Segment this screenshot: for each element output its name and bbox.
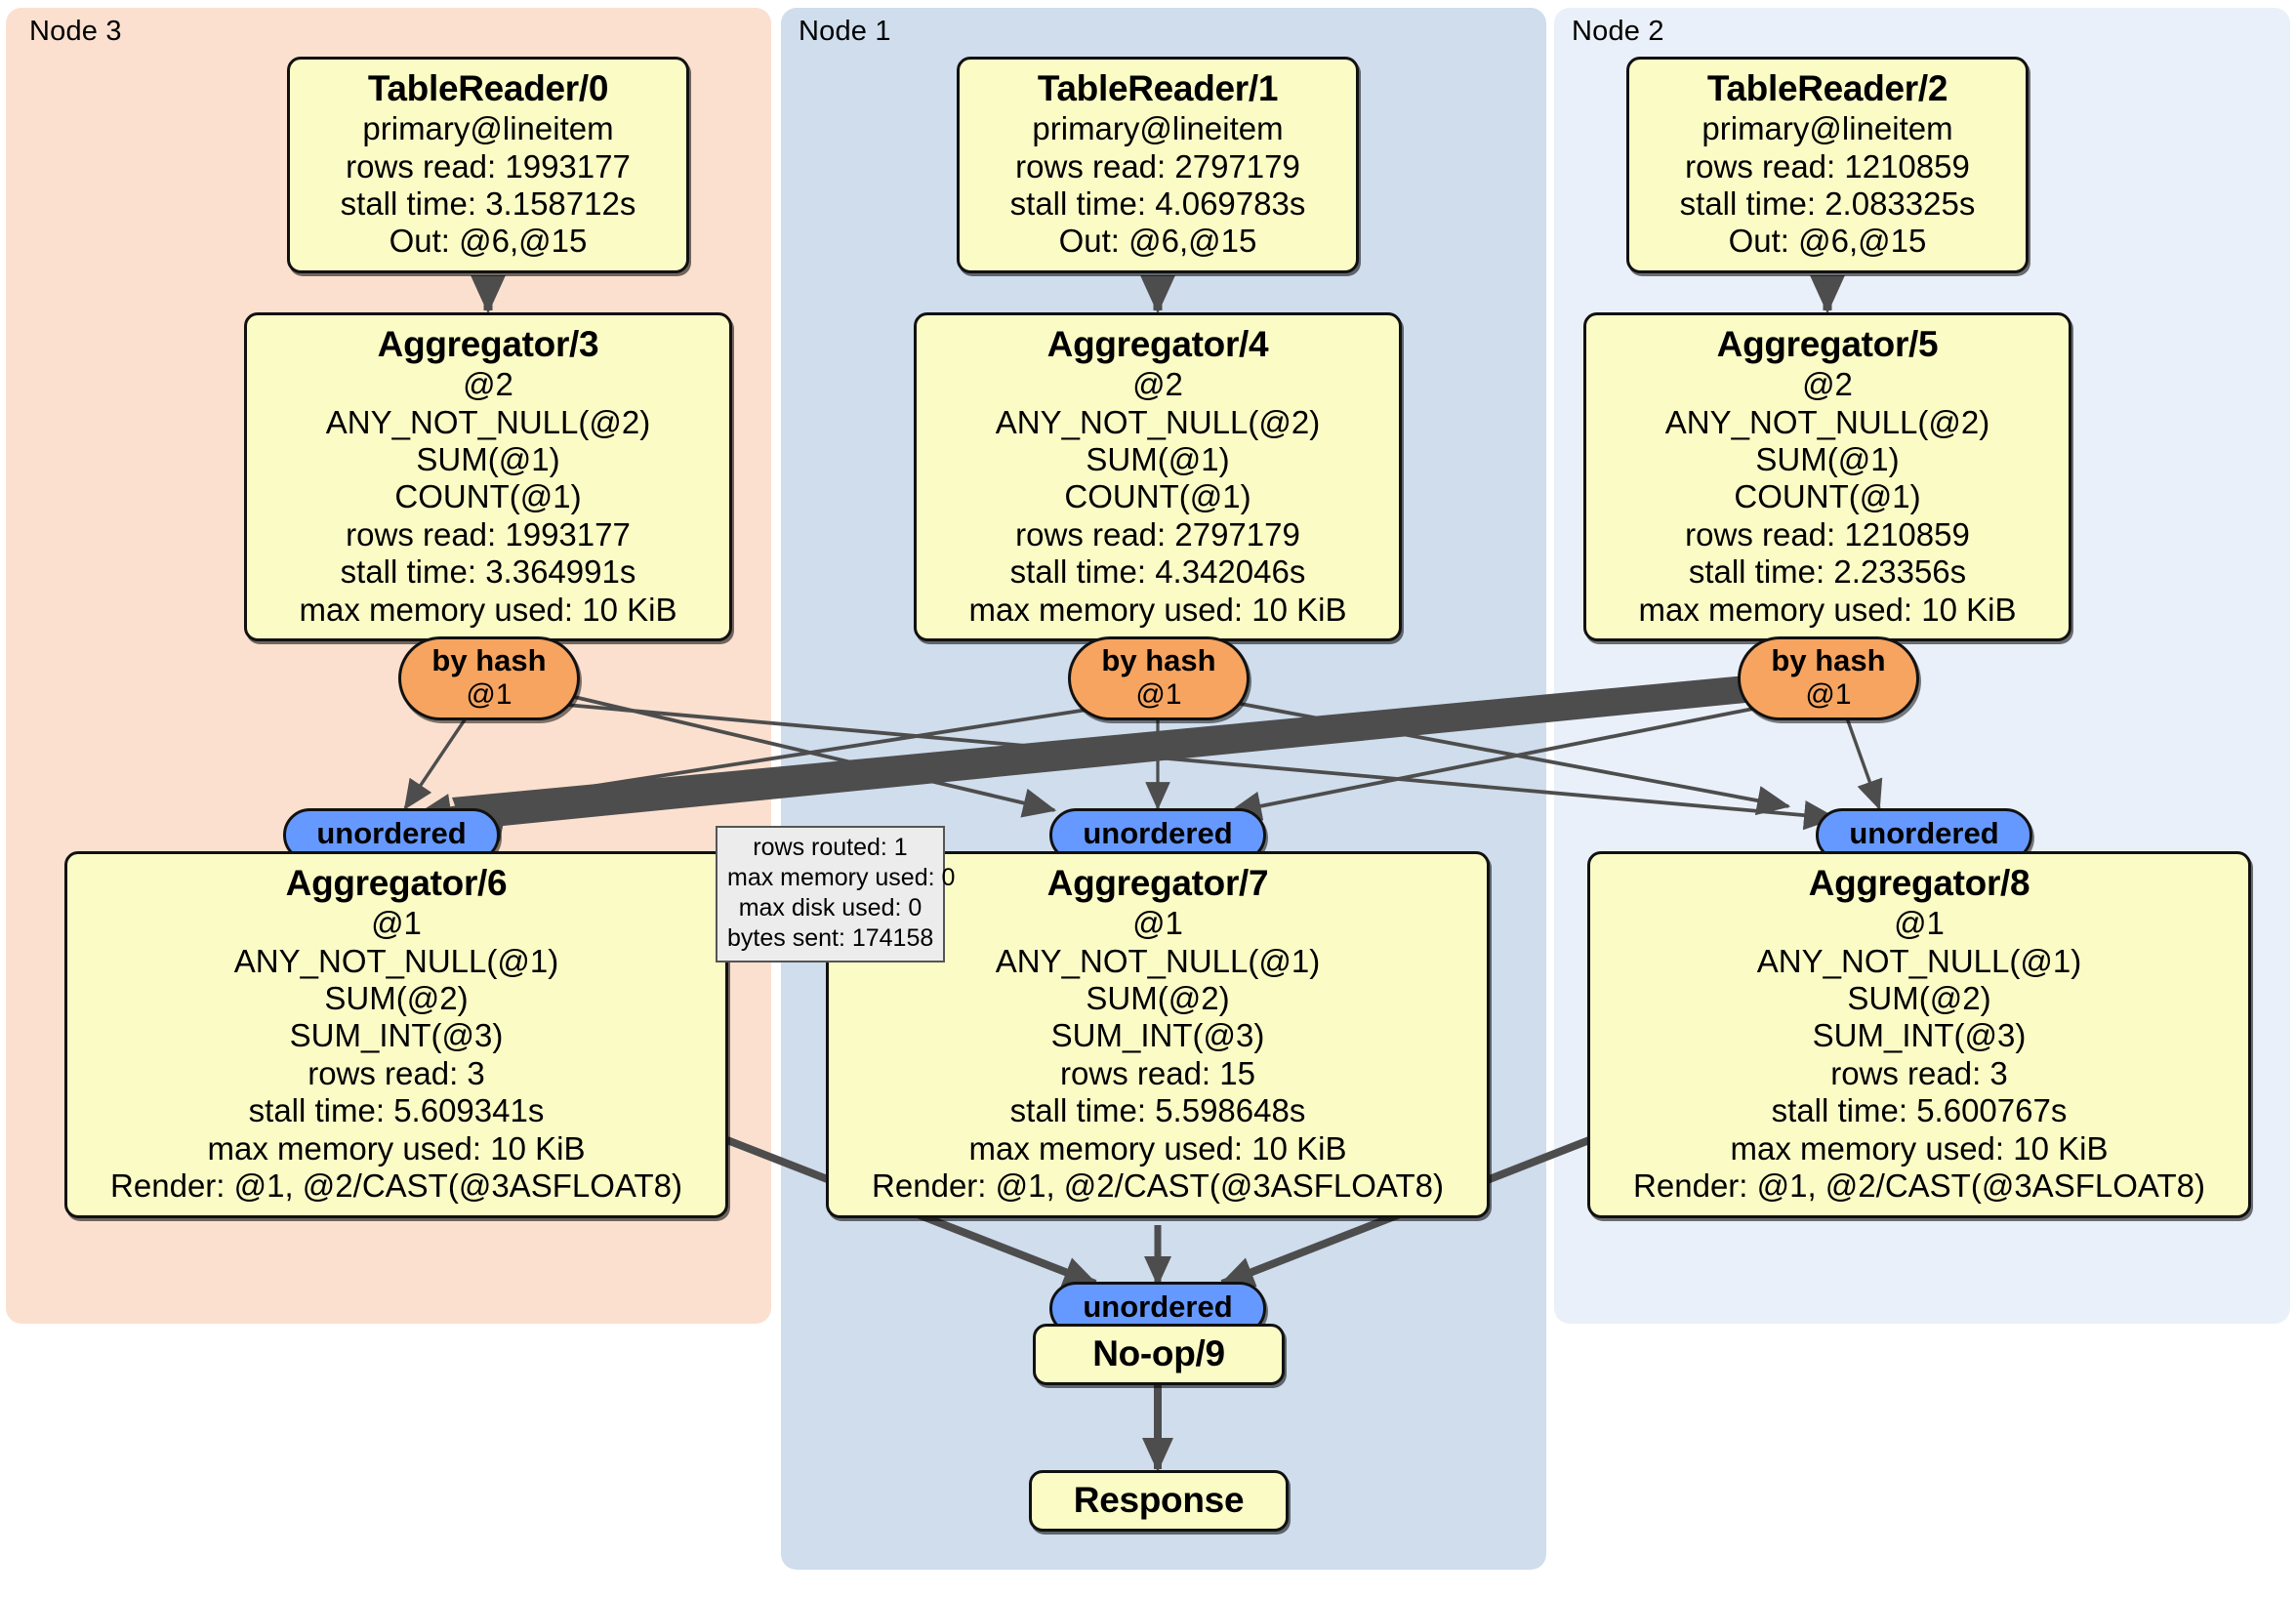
processor-table-reader-2[interactable]: TableReader/2 primary@lineitem rows read…	[1626, 57, 2029, 273]
router-type-label: by hash	[431, 643, 547, 677]
processor-table-reader-0[interactable]: TableReader/0 primary@lineitem rows read…	[287, 57, 689, 273]
processor-line: rows read: 1210859	[1685, 147, 1970, 184]
router-type-label: by hash	[1771, 643, 1886, 677]
processor-line: stall time: 4.069783s	[1009, 184, 1306, 222]
processor-line: Out: @6,@15	[389, 223, 588, 260]
processor-title: No-op/9	[1092, 1333, 1225, 1373]
processor-line: SUM_INT(@3)	[1050, 1017, 1265, 1054]
stats-line: max memory used: 0	[727, 864, 956, 891]
processor-line: stall time: 3.158712s	[340, 184, 636, 222]
processor-line: Render: @1, @2/CAST(@3ASFLOAT8)	[110, 1167, 682, 1205]
processor-title: Aggregator/3	[377, 324, 599, 364]
processor-line: Out: @6,@15	[1058, 223, 1257, 260]
cluster-label-node3: Node 3	[29, 16, 122, 47]
processor-line: SUM(@1)	[1755, 440, 1900, 477]
processor-line: ANY_NOT_NULL(@2)	[995, 403, 1321, 440]
stats-line: bytes sent: 174158	[727, 924, 934, 952]
processor-line: SUM_INT(@3)	[289, 1017, 504, 1054]
processor-title: Aggregator/5	[1716, 324, 1939, 364]
processor-line: ANY_NOT_NULL(@1)	[995, 942, 1321, 979]
processor-line: ANY_NOT_NULL(@2)	[325, 403, 651, 440]
processor-line: rows read: 15	[1060, 1054, 1255, 1091]
router-type-label: by hash	[1101, 643, 1216, 677]
processor-noop-9[interactable]: No-op/9	[1033, 1324, 1285, 1386]
stream-stats-box: rows routed: 1 max memory used: 0 max di…	[716, 826, 956, 962]
processor-line: COUNT(@1)	[1734, 478, 1921, 515]
processor-aggregator-5[interactable]: Aggregator/5 @2 ANY_NOT_NULL(@2) SUM(@1)…	[1583, 312, 2071, 642]
processor-line: SUM(@2)	[1847, 979, 1991, 1016]
processor-line: rows read: 3	[1830, 1054, 2008, 1091]
processor-line: ANY_NOT_NULL(@2)	[1664, 403, 1990, 440]
processor-line: rows read: 2797179	[1015, 147, 1300, 184]
processor-line: COUNT(@1)	[1064, 478, 1251, 515]
processor-line: stall time: 5.609341s	[248, 1092, 545, 1129]
processor-response[interactable]: Response	[1029, 1470, 1289, 1533]
processor-line: @2	[1132, 366, 1183, 403]
processor-aggregator-6[interactable]: Aggregator/6 @1 ANY_NOT_NULL(@1) SUM(@2)…	[64, 851, 728, 1218]
processor-line: max memory used: 10 KiB	[299, 591, 677, 628]
processor-line: stall time: 5.600767s	[1771, 1092, 2068, 1129]
processor-line: stall time: 5.598648s	[1009, 1092, 1306, 1129]
processor-line: max memory used: 10 KiB	[968, 591, 1347, 628]
processor-line: SUM(@1)	[1086, 440, 1230, 477]
processor-title: TableReader/0	[367, 68, 609, 108]
processor-title: TableReader/2	[1706, 68, 1948, 108]
processor-line: COUNT(@1)	[394, 478, 582, 515]
processor-line: rows read: 1993177	[346, 147, 631, 184]
processor-line: Render: @1, @2/CAST(@3ASFLOAT8)	[1633, 1167, 2205, 1205]
processor-line: @1	[371, 905, 422, 942]
processor-aggregator-8[interactable]: Aggregator/8 @1 ANY_NOT_NULL(@1) SUM(@2)…	[1587, 851, 2251, 1218]
processor-line: @1	[1132, 905, 1183, 942]
cluster-label-node1: Node 1	[799, 16, 891, 47]
processor-line: SUM_INT(@3)	[1812, 1017, 2027, 1054]
processor-aggregator-3[interactable]: Aggregator/3 @2 ANY_NOT_NULL(@2) SUM(@1)…	[244, 312, 732, 642]
processor-line: primary@lineitem	[362, 110, 614, 147]
processor-line: @2	[463, 366, 513, 403]
processor-line: SUM(@2)	[1086, 979, 1230, 1016]
processor-title: Aggregator/7	[1046, 863, 1269, 903]
processor-line: max memory used: 10 KiB	[1638, 591, 2017, 628]
processor-line: rows read: 3	[308, 1054, 485, 1091]
processor-table-reader-1[interactable]: TableReader/1 primary@lineitem rows read…	[957, 57, 1359, 273]
processor-line: primary@lineitem	[1032, 110, 1284, 147]
stats-line: rows routed: 1	[753, 834, 908, 861]
processor-line: stall time: 3.364991s	[340, 553, 636, 591]
processor-line: max memory used: 10 KiB	[207, 1129, 586, 1167]
cluster-label-node2: Node 2	[1572, 16, 1664, 47]
processor-title: TableReader/1	[1037, 68, 1279, 108]
processor-line: ANY_NOT_NULL(@1)	[233, 942, 559, 979]
processor-line: stall time: 2.23356s	[1688, 553, 1967, 591]
processor-title: Aggregator/4	[1046, 324, 1269, 364]
router-column-label: @1	[1805, 677, 1852, 711]
router-by-hash-4[interactable]: by hash @1	[1068, 636, 1250, 721]
processor-line: rows read: 1210859	[1685, 515, 1970, 553]
processor-title: Aggregator/6	[285, 863, 508, 903]
router-column-label: @1	[1135, 677, 1182, 711]
router-by-hash-3[interactable]: by hash @1	[398, 636, 580, 721]
processor-line: rows read: 2797179	[1015, 515, 1300, 553]
processor-line: SUM(@1)	[416, 440, 560, 477]
stats-line: max disk used: 0	[738, 894, 922, 921]
processor-line: Out: @6,@15	[1728, 223, 1927, 260]
processor-line: Render: @1, @2/CAST(@3ASFLOAT8)	[872, 1167, 1444, 1205]
stream-unordered-8[interactable]: unordered	[1816, 808, 2032, 862]
processor-aggregator-4[interactable]: Aggregator/4 @2 ANY_NOT_NULL(@2) SUM(@1)…	[914, 312, 1402, 642]
processor-line: @2	[1802, 366, 1853, 403]
processor-line: max memory used: 10 KiB	[968, 1129, 1347, 1167]
processor-line: max memory used: 10 KiB	[1730, 1129, 2109, 1167]
processor-title: Response	[1073, 1480, 1245, 1520]
processor-line: ANY_NOT_NULL(@1)	[1756, 942, 2082, 979]
processor-line: primary@lineitem	[1702, 110, 1953, 147]
processor-line: @1	[1894, 905, 1945, 942]
processor-title: Aggregator/8	[1808, 863, 2030, 903]
processor-line: stall time: 4.342046s	[1009, 553, 1306, 591]
router-column-label: @1	[466, 677, 512, 711]
router-by-hash-5[interactable]: by hash @1	[1738, 636, 1919, 721]
processor-line: stall time: 2.083325s	[1679, 184, 1976, 222]
processor-line: rows read: 1993177	[346, 515, 631, 553]
processor-line: SUM(@2)	[324, 979, 469, 1016]
